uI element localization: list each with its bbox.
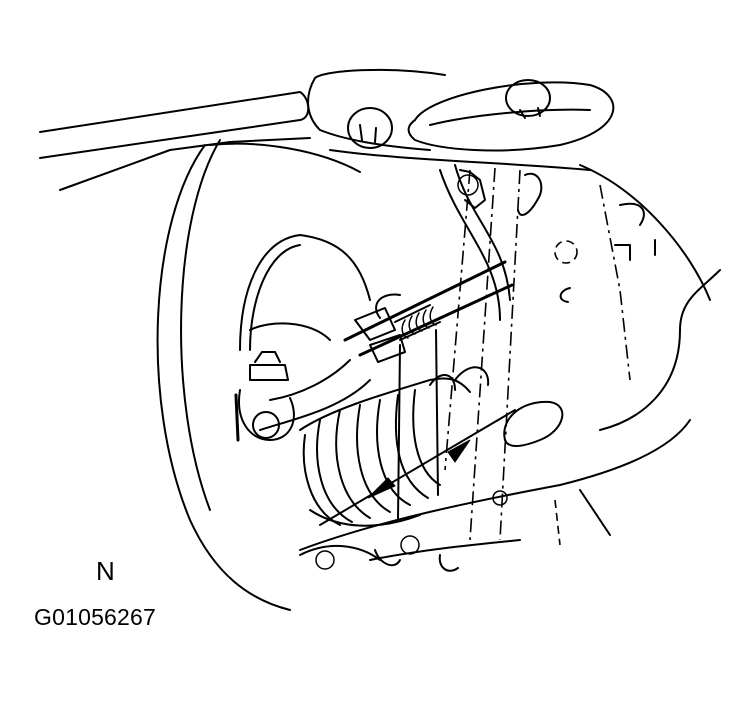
wheel-tire-outline xyxy=(156,139,361,611)
steering-knuckle xyxy=(239,234,371,351)
measurement-arrow xyxy=(319,409,516,526)
strut-tower xyxy=(307,68,615,171)
subframe xyxy=(457,164,721,431)
strut-centerlines xyxy=(439,164,521,541)
lock-nut xyxy=(394,304,441,341)
tie-rod-end xyxy=(234,351,295,442)
strut-body-lines xyxy=(429,366,490,391)
view-label: N xyxy=(96,556,115,586)
figure-id: G01056267 xyxy=(34,604,157,630)
vertical-reference-lines xyxy=(397,329,439,521)
body-panel-lines xyxy=(39,91,311,191)
tie-rod xyxy=(259,260,514,431)
lower-arm xyxy=(299,400,691,572)
